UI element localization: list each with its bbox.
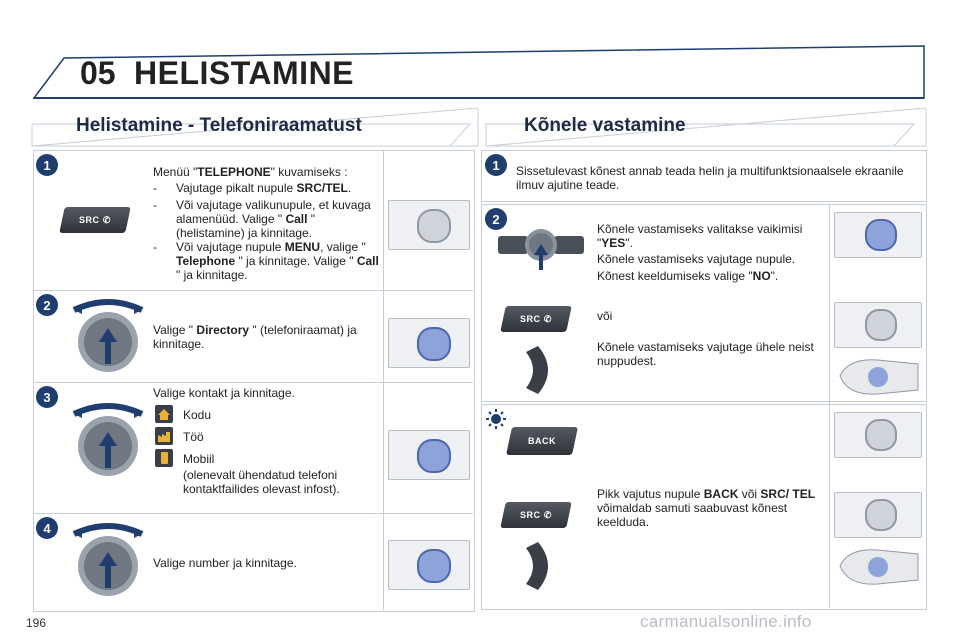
step-badge: 2 [485,208,507,230]
divider [829,204,830,608]
or-text: või [597,309,613,323]
control-panel-icon [388,200,470,250]
left-section-title: Helistamine - Telefoniraamatust [76,115,362,136]
divider [33,290,473,291]
home-icon [155,405,173,423]
step2-text: Valige " Directory " (telefoniraamat) ja… [153,323,357,351]
phone-icon: ✆ [543,509,552,520]
divider [33,513,473,514]
right-tip-box [481,404,927,610]
steering-control-icon [526,346,548,394]
bullet-dash: - [153,240,157,254]
control-panel-icon [834,302,922,348]
right-step1-box [481,150,927,202]
bullet-dash: - [153,198,157,212]
step1-bullet-2: Või vajutage valikunupule, et kuvaga ala… [176,198,371,240]
steering-control-icon [526,542,548,590]
chapter-header-frame [32,45,925,99]
control-panel-icon [388,540,470,590]
phone-icon: ✆ [543,313,552,324]
src-tel-button: SRC✆ [59,207,131,233]
contact-option-work: Töö [183,430,204,444]
step3-intro: Valige kontakt ja kinnitage. [153,386,295,400]
left-heading-frame [31,107,479,147]
step-badge: 2 [36,294,58,316]
contact-option-home: Kodu [183,408,212,422]
steering-wheel-controls-icon [839,359,919,395]
answer-press: Kõnele vastamiseks vajutage nupule. [597,252,796,266]
step-badge: 1 [36,154,58,176]
chapter-number: 05 [80,55,116,91]
page-number: 196 [26,616,47,630]
rotary-knob-icon [72,523,144,596]
control-panel-icon [834,492,922,538]
rotary-knob-icon [72,403,144,476]
right-step2-box [481,204,927,402]
src-tel-button: SRC✆ [500,502,572,528]
reject-select: Kõnest keeldumiseks valige "NO". [597,269,779,283]
src-tel-button: SRC✆ [500,306,572,332]
control-panel-icon [388,430,470,480]
right-heading-frame [485,107,927,147]
divider [383,150,384,610]
left-steps-box [33,150,475,612]
watermark: carmanualsonline.info [640,612,812,631]
knob-with-arrows-icon [498,229,584,270]
step4-text: Valige number ja kinnitage. [153,556,297,570]
bullet-dash: - [153,181,157,195]
step1-bullet-3: Või vajutage nupule MENU, valige " Telep… [176,240,379,282]
right-step1-text: Sissetulevast kõnest annab teada helin j… [516,164,904,192]
tip-icon [485,408,507,430]
divider [33,382,473,383]
steering-wheel-controls-icon [839,549,919,585]
work-icon [155,427,173,445]
step1-intro: Menüü "TELEPHONE" kuvamiseks : [153,165,348,179]
contact-option-mobile: Mobiil [183,452,215,466]
control-panel-icon [834,412,922,458]
rotary-knob-icon [72,299,144,372]
back-button: BACK [506,427,578,455]
mobile-icon [155,449,173,467]
step1-bullet-1: Vajutage pikalt nupule SRC/TEL. [176,181,352,195]
tip-text: Pikk vajutus nupule BACK või SRC/ TEL võ… [597,487,816,529]
answer-steering: Kõnele vastamiseks vajutage ühele neist … [597,340,814,368]
answer-default: Kõnele vastamiseks valitakse vaikimisi "… [597,222,803,250]
step-badge: 3 [36,386,58,408]
phone-icon: ✆ [102,214,111,225]
right-section-title: Kõnele vastamine [524,115,686,136]
chapter-title: HELISTAMINE [134,55,355,91]
step-badge: 4 [36,517,58,539]
step-badge: 1 [485,154,507,176]
control-panel-icon [834,212,922,258]
control-panel-icon [388,318,470,368]
contact-note: (olenevalt ühendatud telefoni kontaktfai… [183,468,340,496]
